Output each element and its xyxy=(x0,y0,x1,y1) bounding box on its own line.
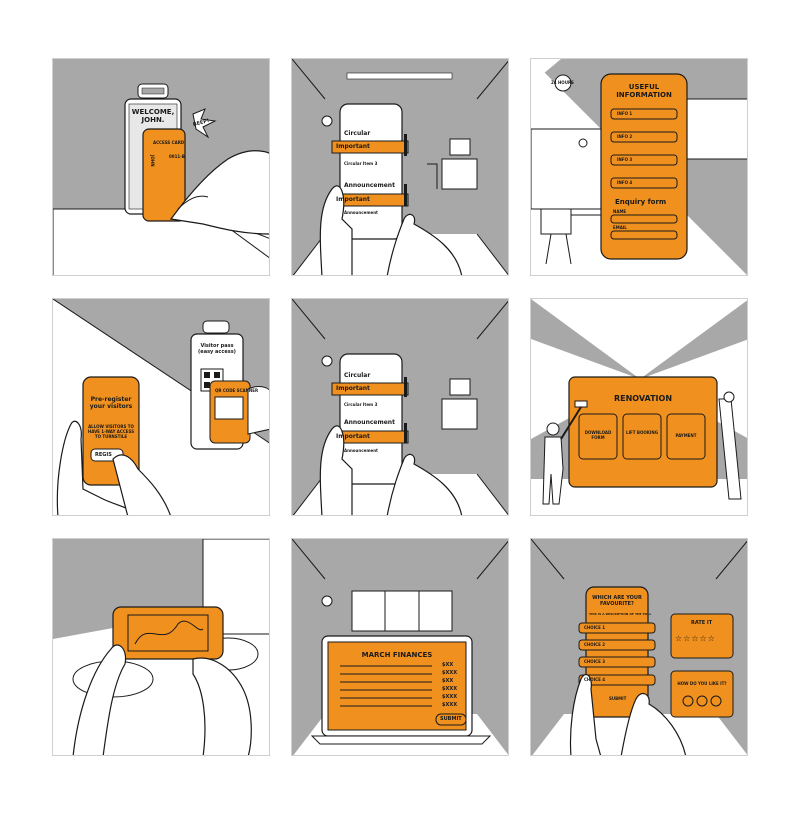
info-item-2[interactable]: INFO 2 xyxy=(617,134,633,139)
lift-booking-tile[interactable]: LIFT BOOKING xyxy=(626,430,658,435)
office-scene-2 xyxy=(292,299,508,515)
panel-pre-register: Pre-register your visitors ALLOW VISITOR… xyxy=(52,298,270,516)
panel-useful-information: 24 HOURS USEFUL INFORMATION INFO 1 INFO … xyxy=(530,58,748,276)
survey-question: WHICH ARE YOUR FAVOURITE? xyxy=(592,595,642,607)
circular-heading: Circular xyxy=(344,130,371,137)
panel-circular: Circular Important Circular Item 3 Annou… xyxy=(291,58,509,276)
amount-2: $XXX xyxy=(442,670,458,676)
important-item-2-2[interactable]: Important xyxy=(336,433,370,440)
enquiry-form-title: Enquiry form xyxy=(615,198,667,206)
email-label: EMAIL xyxy=(613,225,627,230)
panel-renovation: RENOVATION DOWNLOAD FORM LIFT BOOKING PA… xyxy=(530,298,748,516)
important-item-1[interactable]: Important xyxy=(336,143,370,150)
finances-scene xyxy=(292,539,508,755)
like-question: HOW DO YOU LIKE IT? xyxy=(677,681,727,686)
amount-1: $XX xyxy=(442,662,454,668)
payment-tile[interactable]: PAYMENT xyxy=(675,433,697,438)
name-label: NAME xyxy=(613,209,627,214)
circular-item[interactable]: Circular Item 3 xyxy=(344,161,378,166)
register-button[interactable]: REGIS xyxy=(95,452,112,458)
renovation-title: RENOVATION xyxy=(613,394,673,403)
useful-info-scene xyxy=(531,59,747,275)
important-item-1-2[interactable]: Important xyxy=(336,385,370,392)
info-item-3[interactable]: INFO 3 xyxy=(617,157,633,162)
choice-1[interactable]: CHOICE 1 xyxy=(584,625,606,630)
amount-3: $XX xyxy=(442,678,454,684)
march-finances-title: MARCH FINANCES xyxy=(361,651,433,659)
panel-circular-2: Circular Important Circular Item 3 Annou… xyxy=(291,298,509,516)
office-scene xyxy=(292,59,508,275)
survey-submit-button[interactable]: SUBMIT xyxy=(609,696,627,701)
useful-info-title: USEFUL INFORMATION xyxy=(616,83,672,99)
choice-3[interactable]: CHOICE 3 xyxy=(584,659,606,664)
circular-heading-2: Circular xyxy=(344,372,371,379)
info-item-4[interactable]: INFO 4 xyxy=(617,180,633,185)
amount-4: $XXX xyxy=(442,686,458,692)
important-item-2[interactable]: Important xyxy=(336,196,370,203)
announcement-heading-2: Announcement xyxy=(344,419,395,426)
pre-register-scene xyxy=(53,299,269,515)
access-card-name: JOHN xyxy=(150,155,155,167)
panel-march-finances: MARCH FINANCES $XX $XXX $XX $XXX $XXX $X… xyxy=(291,538,509,756)
access-card-code: 0011-B xyxy=(169,154,185,159)
circular-item-2[interactable]: Circular Item 3 xyxy=(344,402,378,407)
amount-5: $XXX xyxy=(442,694,458,700)
rate-it-label: RATE IT xyxy=(691,620,713,626)
panel-survey: WHICH ARE YOUR FAVOURITE? THIS IS A DESC… xyxy=(530,538,748,756)
renovation-scene xyxy=(531,299,747,515)
access-card-label: ACCESS CARD xyxy=(153,140,185,145)
clock-label: 24 HOURS xyxy=(551,80,574,85)
announcement-item[interactable]: Announcement xyxy=(344,210,378,215)
welcome-text: WELCOME, JOHN. xyxy=(131,108,175,124)
amount-6: $XXX xyxy=(442,702,458,708)
panel-camera-scan xyxy=(52,538,270,756)
camera-scan-scene xyxy=(53,539,269,755)
info-item-1[interactable]: INFO 1 xyxy=(617,111,633,116)
download-form-tile[interactable]: DOWNLOAD FORM xyxy=(584,430,612,440)
survey-scene xyxy=(531,539,747,755)
announcement-item-2[interactable]: Announcement xyxy=(344,448,378,453)
submit-button[interactable]: SUBMIT xyxy=(440,716,462,722)
pre-register-title: Pre-register your visitors xyxy=(89,396,133,410)
choice-4[interactable]: CHOICE 4 xyxy=(584,677,606,682)
access-card-scene xyxy=(53,59,269,275)
pre-register-subtitle: ALLOW VISITORS TO HAVE 1-WAY ACCESS TO T… xyxy=(87,424,135,439)
choice-2[interactable]: CHOICE 2 xyxy=(584,642,606,647)
star-rating[interactable]: ☆☆☆☆☆ xyxy=(675,634,716,643)
announcement-heading: Announcement xyxy=(344,182,395,189)
panel-access-card: WELCOME, JOHN. BEEP! ACCESS CARD JOHN 00… xyxy=(52,58,270,276)
qr-scanner-label: QR CODE SCANNER xyxy=(215,388,259,393)
survey-description: THIS IS A DESCRIPTION OF THE POLL xyxy=(589,612,652,616)
visitor-pass-label: Visitor pass (easy access) xyxy=(198,343,236,355)
